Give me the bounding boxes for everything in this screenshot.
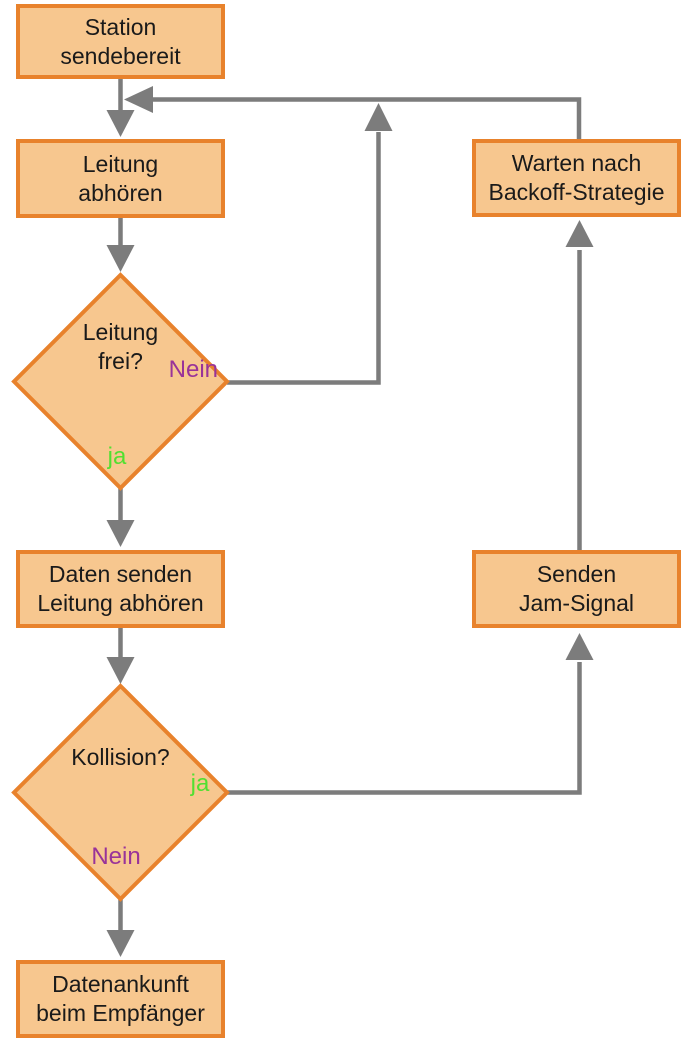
decision-leitung-frei-label: Leitung frei? [82,319,159,374]
branch-label-frei-ja: ja [107,443,127,470]
decision-kollision-shape [11,683,230,902]
arrowhead-senden-to-kollision [106,657,135,684]
node-senden-jam-signal: Senden Jam-Signal [472,550,681,628]
node-warten-backoff: Warten nach Backoff-Strategie [472,139,681,217]
branch-label-kollision-nein: Nein [91,843,141,870]
node-leitung-abhoeren: Leitung abhören [16,139,225,218]
arrow-backoff-return-line [151,97,582,139]
arrow-kollision-ja-to-jam-line [227,662,582,795]
decision-leitung-frei-shape [11,272,230,491]
branch-label-frei-nein: Nein [168,356,218,383]
arrowhead-leitung-to-frei [106,245,135,272]
arrowhead-kollision-nein-to-empfaenger [106,930,135,957]
decision-kollision-label: Kollision? [71,744,170,770]
arrow-frei-nein-up-line [227,132,381,385]
arrowhead-backoff-return [124,86,153,113]
arrowhead-frei-ja-to-senden [106,520,135,547]
arrowhead-jam-to-warten [565,220,594,247]
arrowhead-kollision-ja-to-jam [565,633,594,660]
arrowhead-station-to-leitung [106,110,135,137]
arrowhead-frei-nein-up [364,103,393,131]
node-daten-senden: Daten senden Leitung abhören [16,550,225,628]
branch-label-kollision-ja: ja [190,770,210,797]
node-station-sendebereit: Station sendebereit [16,4,225,79]
node-datenankunft-empfaenger: Datenankunft beim Empfänger [16,960,225,1038]
